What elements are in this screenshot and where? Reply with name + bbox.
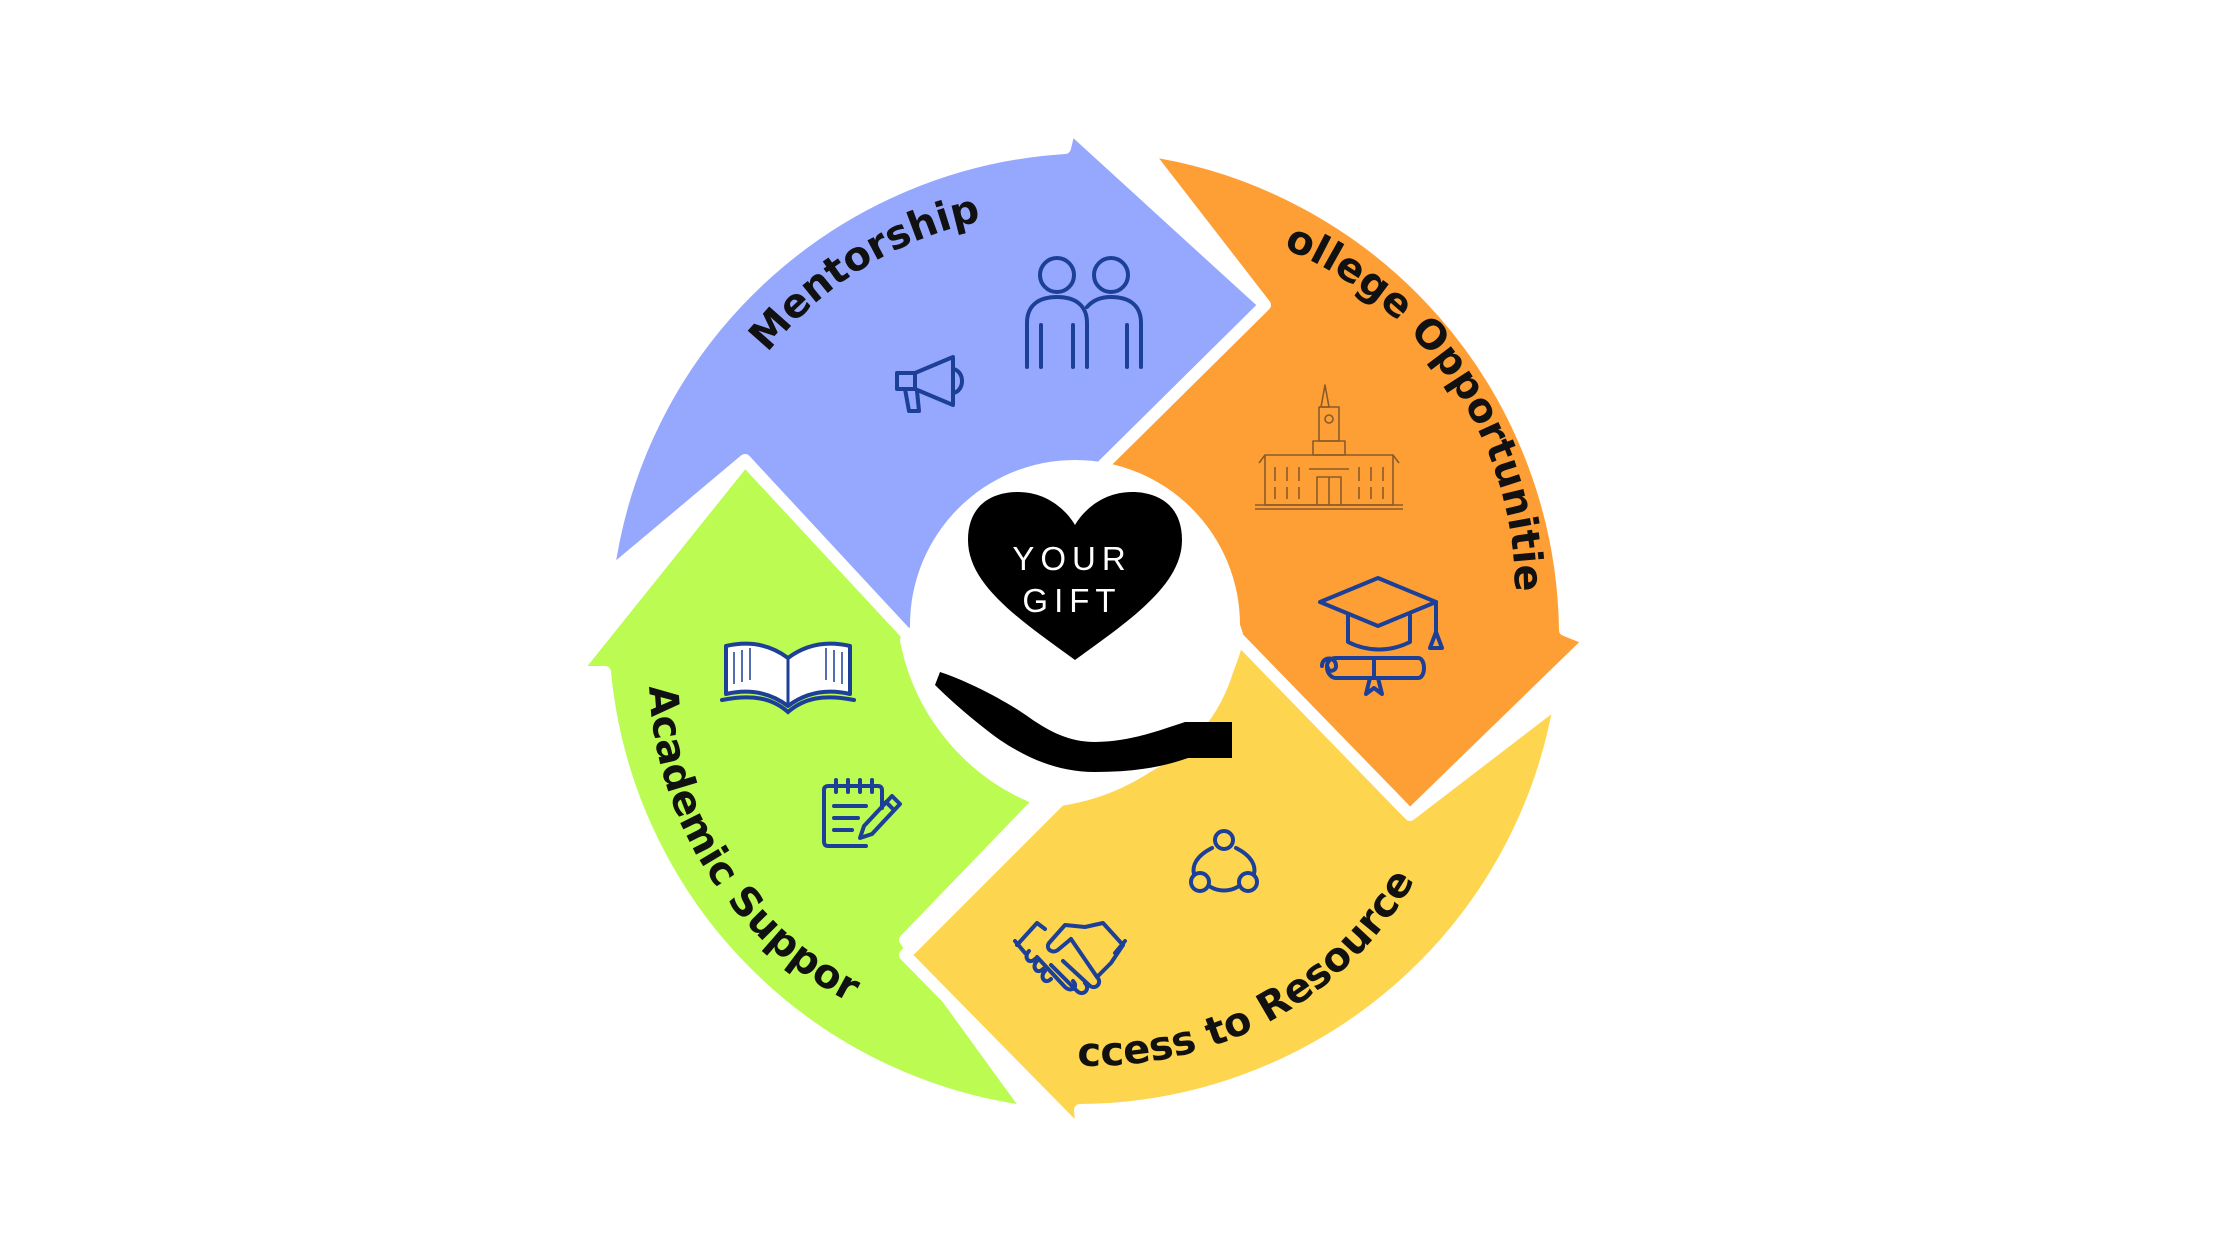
handshake-icon	[1013, 921, 1127, 996]
graduation-cap-diploma-icon	[1318, 576, 1444, 696]
open-hand-icon	[935, 672, 1232, 772]
megaphone-icon	[895, 355, 964, 413]
heart-icon	[968, 492, 1182, 660]
segment-academic-support	[569, 454, 1046, 1118]
notepad-pencil-icon	[822, 778, 902, 848]
people-icon	[1025, 256, 1143, 369]
arrow-segments	[569, 121, 1596, 1141]
open-book-icon	[720, 641, 856, 715]
university-building-icon	[1255, 384, 1403, 510]
gift-line-1: YOUR	[1012, 540, 1131, 577]
network-icon	[1189, 829, 1259, 893]
gift-line-2: GIFT	[1022, 582, 1121, 619]
